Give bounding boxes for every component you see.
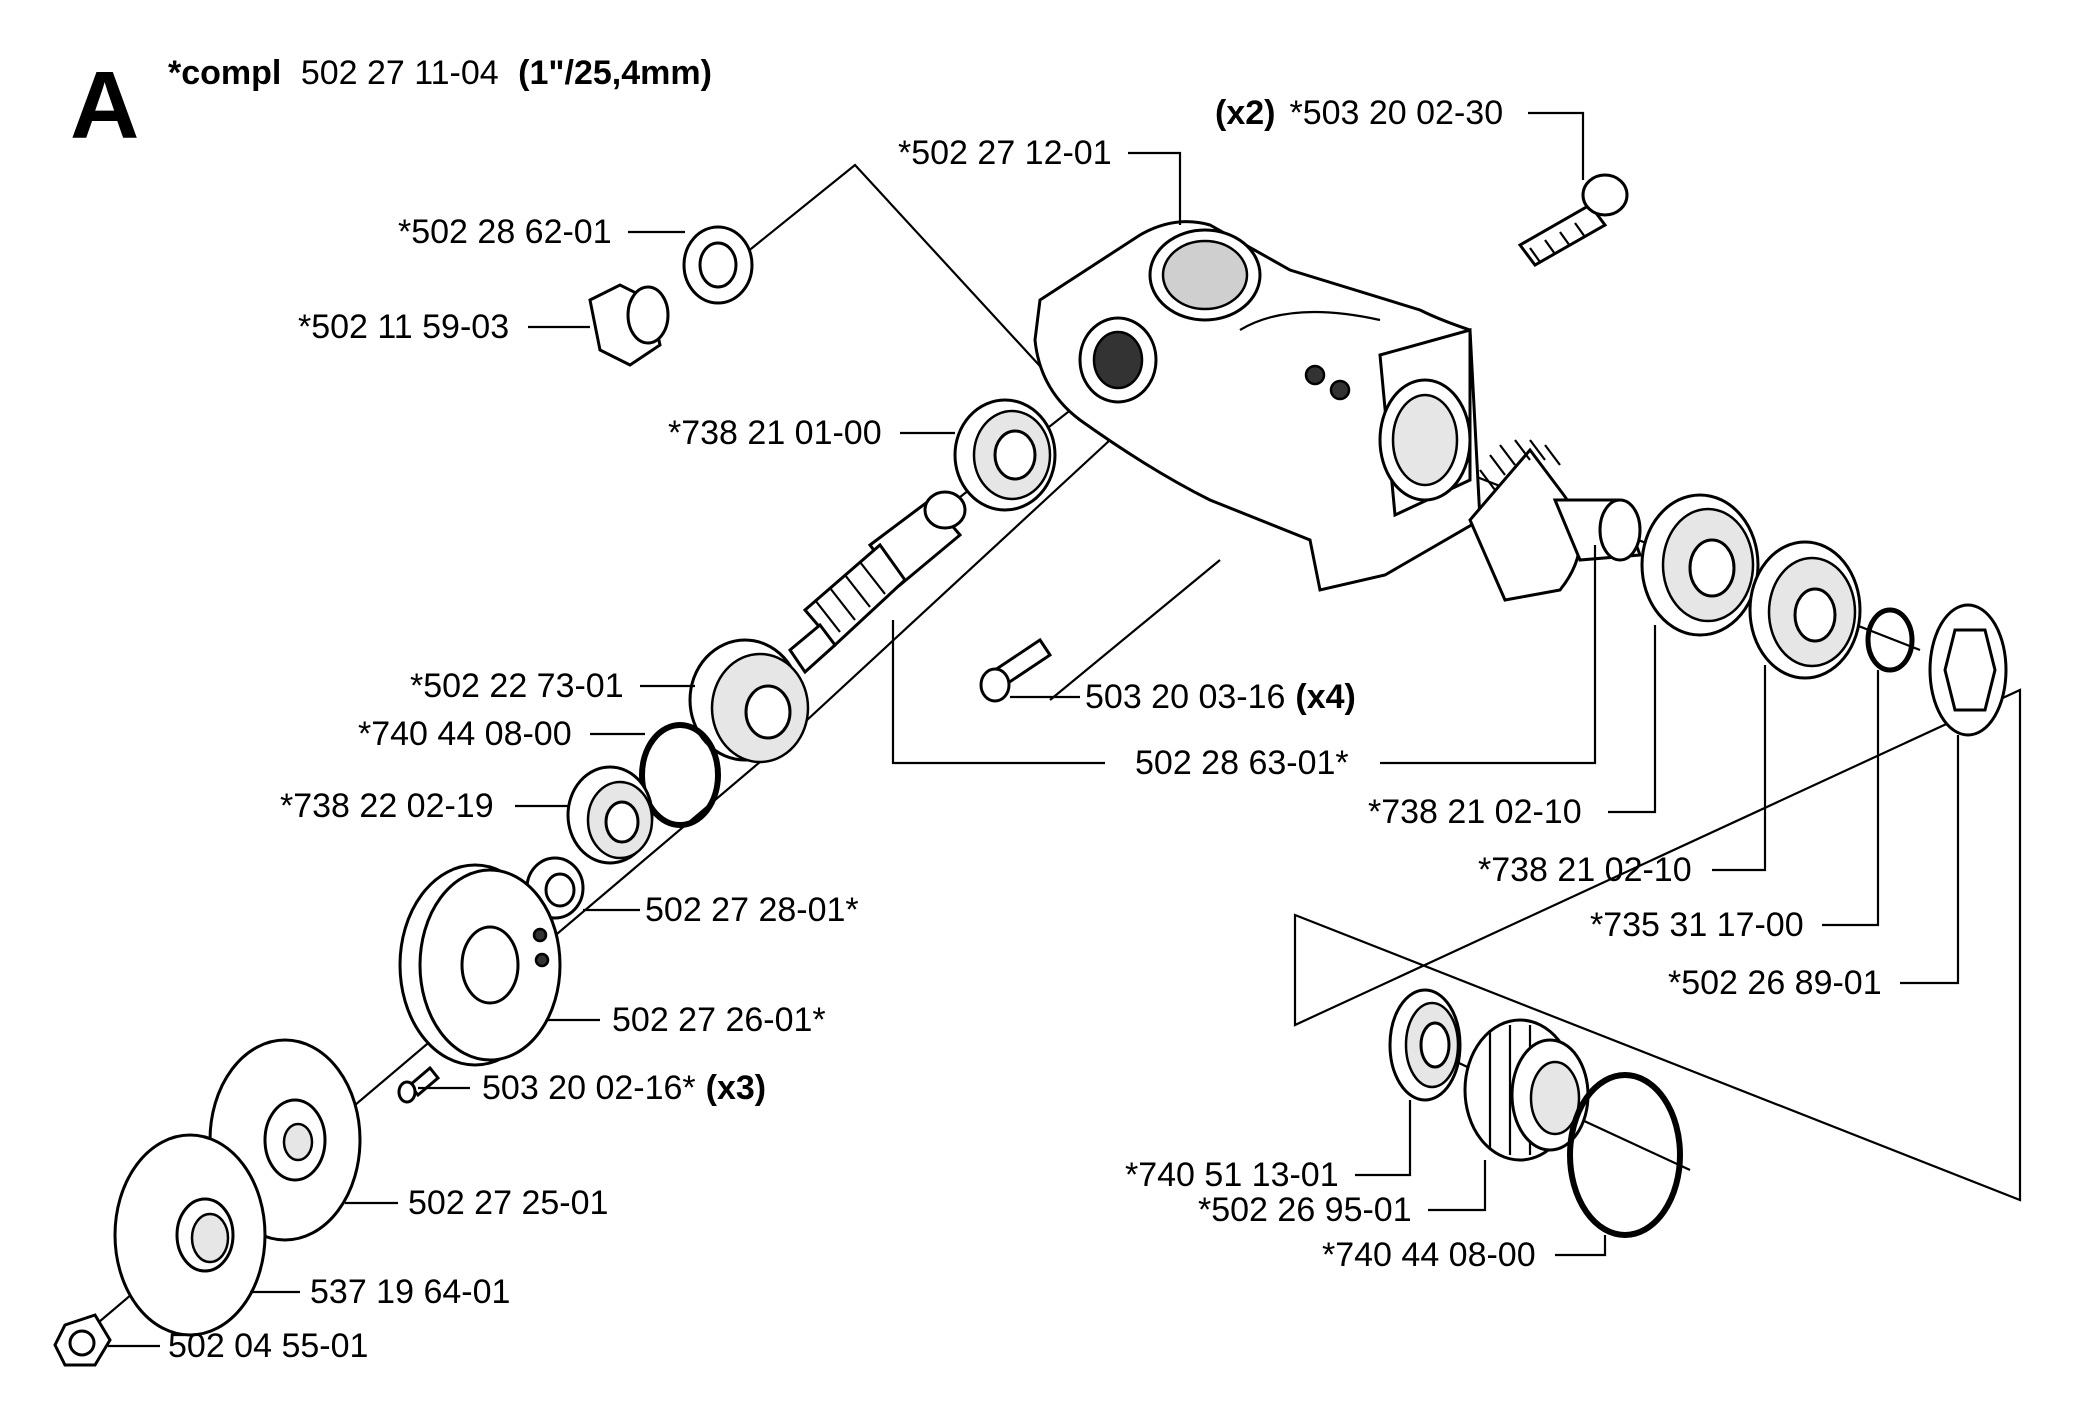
washer-drawing [682,225,754,305]
part-label-p06: *502 22 73-01 [410,667,624,705]
part-label-p05: *738 21 01-00 [668,414,882,452]
bearing-drawing [953,398,1057,512]
thrust-cup-drawing [113,1133,267,1337]
pinion-shaft-drawing [787,490,967,675]
o-ring-drawing [639,722,721,828]
nut-drawing [53,1313,112,1367]
part-label-p01: (x2)*503 20 02-30 [1215,94,1503,132]
part-label-p02: *502 27 12-01 [898,134,1112,172]
part-label-p16: 502 27 26-01* [612,1001,826,1039]
part-label-p12: *738 21 02-10 [1478,851,1692,889]
bearing-right-1-drawing [1640,493,1760,637]
plug-drawing [588,283,670,367]
circlip-drawing [1865,607,1915,673]
part-label-p08: *740 44 08-00 [358,715,572,753]
bearing-right-2-drawing [1748,540,1862,680]
part-label-p15: *502 26 89-01 [1668,964,1882,1002]
part-label-p13: 502 27 28-01* [645,891,859,929]
leader-lines [108,111,1960,1348]
compl-number: 502 27 11-04 [301,54,499,92]
part-label-p17: 503 20 02-16*(x3) [482,1069,766,1107]
part-label-p10: *738 22 02-19 [280,787,494,825]
part-label-p11: *738 21 02-10 [1368,793,1582,831]
seal-right-drawing [1388,988,1462,1102]
part-label-p07: 503 20 03-16(x4) [1085,678,1356,716]
hex-washer-drawing [1928,603,2008,737]
part-label-p20: 502 27 25-01 [408,1184,608,1222]
part-label-p23: 502 04 55-01 [168,1327,368,1365]
assembly-header: *compl 502 27 11-04 (1"/25,4mm) [168,54,712,92]
part-label-p03: *502 28 62-01 [398,213,612,251]
screw-x3-drawing [397,1065,441,1104]
part-label-p22: 537 19 64-01 [310,1273,510,1311]
bearing-small-drawing [566,765,654,865]
part-label-p04: *502 11 59-03 [298,308,509,346]
part-label-p09: 502 28 63-01* [1135,744,1349,782]
screw-x4-drawing [979,637,1053,703]
part-label-p19: *502 26 95-01 [1198,1191,1412,1229]
part-label-p14: *735 31 17-00 [1590,906,1804,944]
compl-size: (1"/25,4mm) [518,54,712,92]
part-label-p21: *740 44 08-00 [1322,1236,1536,1274]
part-labels: (x2)*503 20 02-30 *502 27 12-01 *502 28 … [168,94,1882,1365]
seal-drawing [688,638,810,764]
part-label-p18: *740 51 13-01 [1125,1156,1339,1194]
collar-nut-drawing [1463,1018,1590,1162]
screw-x2-drawing [1517,173,1629,267]
section-letter: A [70,52,139,159]
o-ring-right-drawing [1567,1072,1683,1238]
compl-prefix: *compl [168,54,281,92]
flange-drawing [398,863,562,1067]
bevel-gear-drawing [1468,439,1643,602]
gear-housing-drawing [1033,220,1482,592]
